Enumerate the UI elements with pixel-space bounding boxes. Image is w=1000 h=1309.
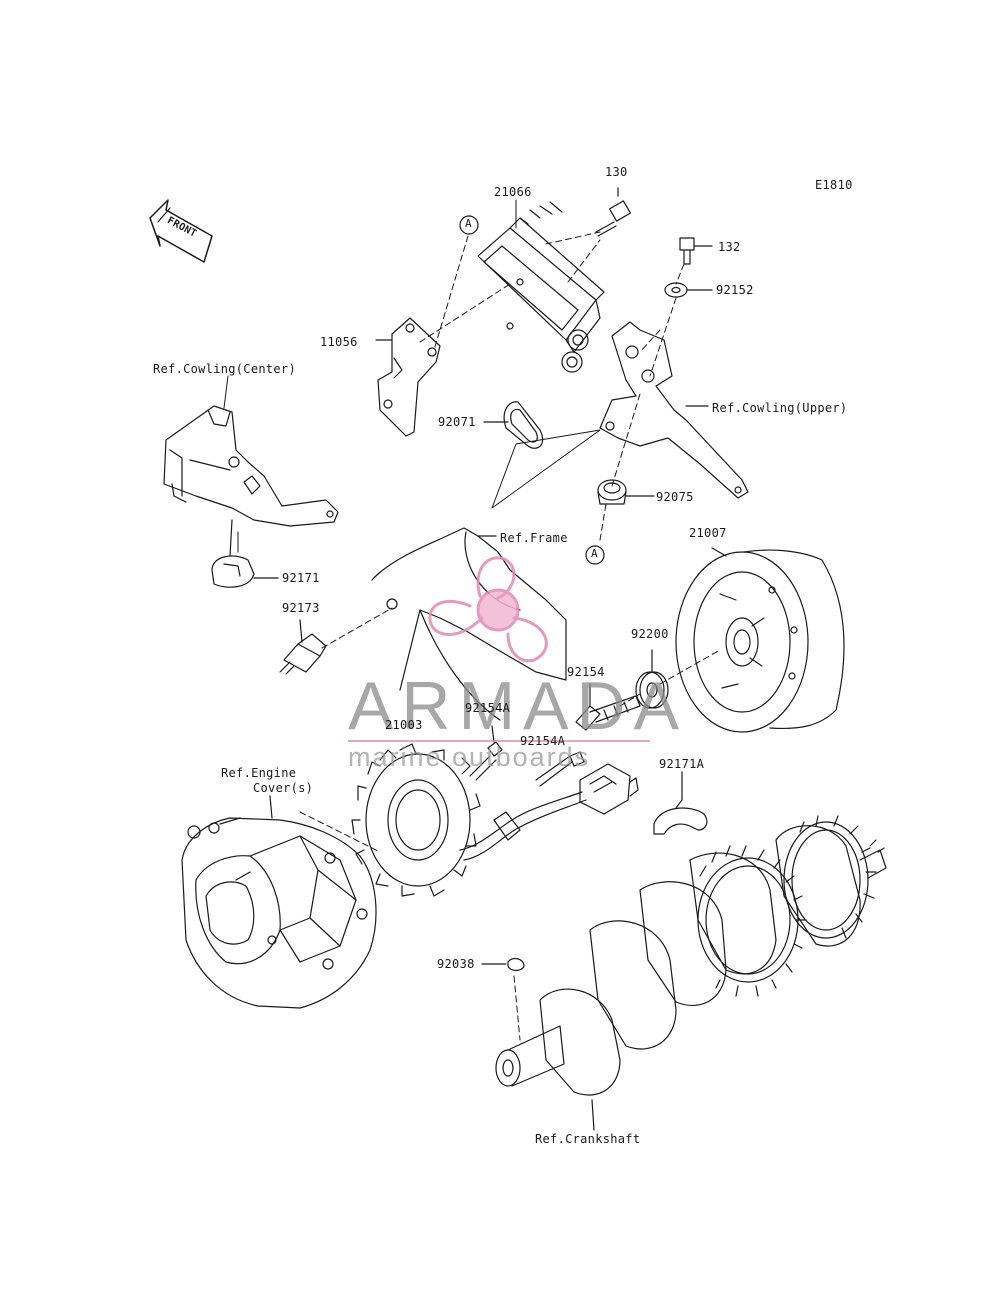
- stator-21003: [351, 743, 587, 897]
- label-11056: 11056: [320, 335, 358, 349]
- label-92171a: 92171A: [659, 757, 705, 771]
- label-130: 130: [605, 165, 628, 179]
- label-92075: 92075: [656, 490, 694, 504]
- bracket-11056: [375, 317, 441, 437]
- label-21007: 21007: [689, 526, 727, 540]
- watermark-divider: [348, 740, 650, 742]
- label-92152: 92152: [716, 283, 754, 297]
- bracket-cowling-upper: [599, 321, 749, 499]
- callout-a-bottom-label: A: [591, 547, 598, 560]
- label-92154a-second: 92154A: [520, 734, 566, 748]
- label-ref-frame: Ref.Frame: [500, 531, 568, 545]
- leader-lines: [223, 199, 517, 553]
- wire-triangle: [491, 429, 601, 509]
- label-ref-engine-cover-line2: Cover(s): [253, 781, 314, 795]
- label-92154: 92154: [567, 665, 605, 679]
- diagram-code: E1810: [815, 178, 853, 192]
- bolt-92154a: [469, 725, 503, 781]
- callout-a-top-label: A: [465, 217, 472, 230]
- label-ref-crankshaft: Ref.Crankshaft: [535, 1132, 641, 1146]
- assembly-lines: [299, 231, 721, 1041]
- label-92173: 92173: [282, 601, 320, 615]
- clamp-92171a: [653, 771, 708, 835]
- bolt-92154: [575, 683, 641, 731]
- bolt-132: [679, 237, 713, 265]
- label-92200: 92200: [631, 627, 669, 641]
- washer-92152: [664, 282, 713, 298]
- watermark-tagline: marine outboards: [348, 742, 591, 772]
- clamp-92171: [211, 519, 279, 588]
- bracket-cowling-center: [163, 405, 339, 527]
- key-92038: [481, 957, 525, 972]
- label-ref-cowling-center: Ref.Cowling(Center): [153, 362, 296, 376]
- label-92171: 92171: [282, 571, 320, 585]
- label-92154a-first: 92154A: [465, 701, 511, 715]
- label-92038: 92038: [437, 957, 475, 971]
- washer-92200: [635, 649, 669, 709]
- label-21003: 21003: [385, 718, 423, 732]
- label-132: 132: [718, 240, 741, 254]
- label-92071: 92071: [438, 415, 476, 429]
- sensor-92173: [279, 619, 327, 675]
- callout-a-bottom: [585, 545, 605, 565]
- watermark-logo: [428, 556, 548, 663]
- grommet-92075: [597, 479, 655, 505]
- label-ref-cowling-upper: Ref.Cowling(Upper): [712, 401, 848, 415]
- engine-cover: [181, 795, 377, 1009]
- watermark-brand: ARMADA: [348, 668, 687, 744]
- label-21066: 21066: [494, 185, 532, 199]
- rotor-21007: [675, 547, 845, 733]
- regulator-rectifier: [477, 201, 605, 373]
- bolt-130: [595, 187, 632, 237]
- connector-plug: [579, 763, 639, 815]
- callout-a-top: [459, 215, 479, 235]
- label-ref-engine-cover-line1: Ref.Engine: [221, 766, 297, 780]
- crankshaft: [495, 815, 887, 1131]
- front-arrow-icon: [149, 199, 213, 263]
